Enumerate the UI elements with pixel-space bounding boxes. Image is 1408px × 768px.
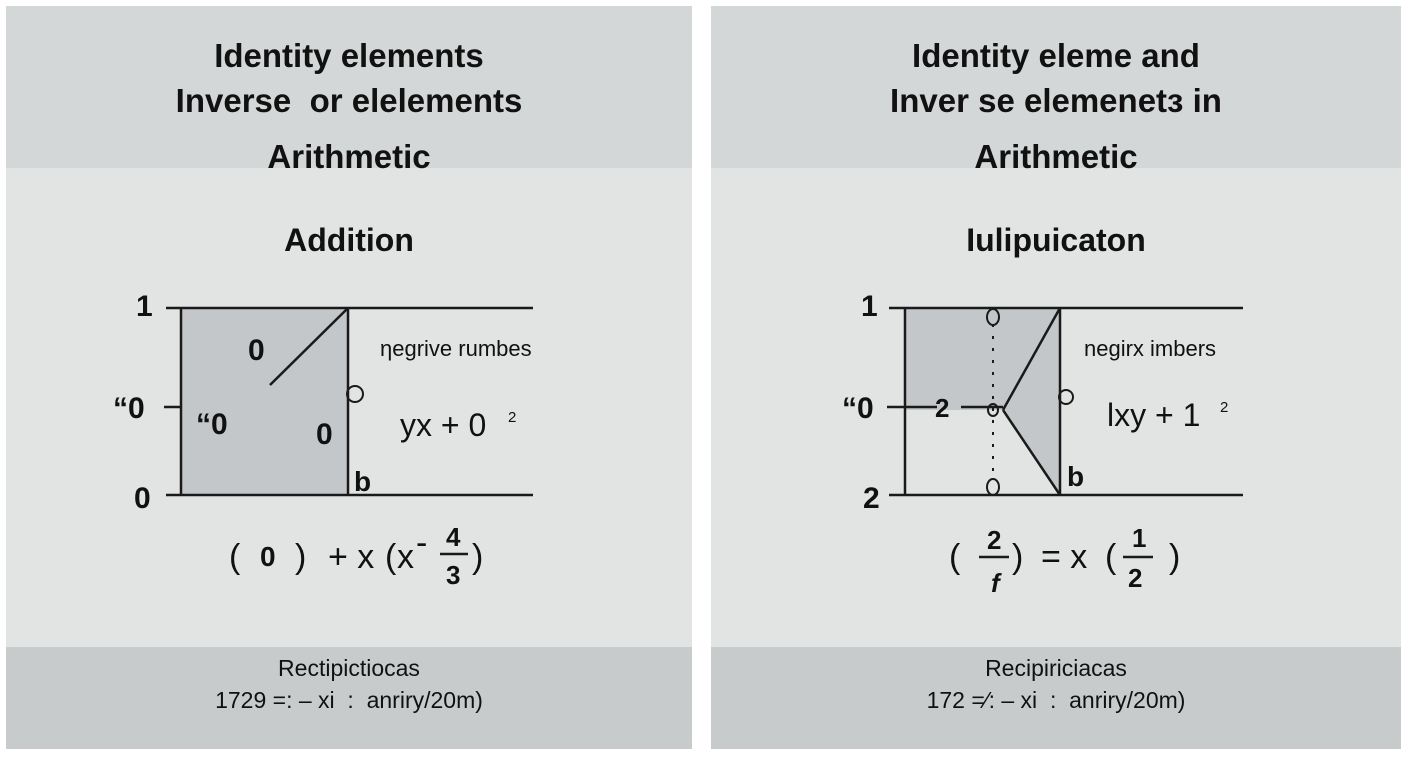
dot-circle-middle	[987, 403, 999, 417]
axis-label-bottom: 2	[863, 482, 880, 515]
side-expression-superscript: 2	[508, 409, 516, 426]
footer-line-2: 172 =⁄: – xi : anriry/20m)	[926, 687, 1186, 713]
fraction-numerator: 4	[446, 522, 461, 552]
multiplication-diagram: 1 “0 2 2 b negirx imbers lxy + 1 2 ( 2 f…	[842, 290, 1243, 598]
equation-open-paren: (	[229, 538, 241, 576]
dot-circle-top	[986, 308, 1000, 326]
equation-value: 0	[260, 541, 276, 572]
left-fraction-denominator: f	[991, 568, 1002, 598]
equation-close-paren: )	[295, 538, 306, 576]
addition-diagram: 1 “0 0 0 “0 0 b ηegrive rumbes yx + 0 2 …	[113, 290, 533, 590]
panel-header	[6, 6, 692, 168]
addition-panel: Identity elements Inverse or elelements …	[6, 6, 692, 749]
panel-header	[711, 6, 1401, 168]
axis-label-top: 1	[136, 290, 153, 323]
dot-circle-bottom	[986, 478, 1000, 496]
axis-label-middle: “0	[842, 392, 874, 425]
multiplication-panel: Identity eleme and Inver se elemenetɜ in…	[711, 6, 1401, 749]
side-expression: lxy + 1	[1107, 397, 1200, 433]
inner-label-upper: 0	[248, 334, 265, 367]
small-circle	[346, 385, 364, 403]
equation-minus: -	[416, 524, 427, 562]
corner-label-b: b	[354, 466, 371, 497]
title-line-1: Identity elements	[214, 37, 484, 74]
diagonal-down	[1001, 409, 1062, 496]
section-heading: Addition	[284, 222, 414, 258]
fraction-denominator: 2	[1128, 563, 1142, 593]
equation-paren-close: )	[472, 538, 483, 576]
footer-line-1: Recipiriciacas	[985, 655, 1127, 681]
inner-label-right: 0	[316, 418, 333, 451]
title-line-2: Inverse or elelements	[175, 82, 523, 119]
footer-line-2: 1729 =: – xi : anriry/20m)	[215, 687, 483, 713]
equation-paren-open: (	[385, 538, 397, 576]
side-text: ηegrive rumbes	[380, 336, 532, 361]
equation-var: x	[397, 538, 414, 576]
side-expression-superscript: 2	[1220, 399, 1228, 416]
left-fraction-numerator: 2	[987, 525, 1001, 555]
shaded-region	[905, 308, 1060, 495]
equation-paren-open: (	[1105, 538, 1117, 576]
equation-paren-close: )	[1169, 538, 1180, 576]
title-line-3: Arithmetic	[974, 138, 1138, 175]
equation-close-paren: )	[1012, 538, 1023, 576]
panel-footer	[6, 647, 692, 749]
small-circle	[1058, 389, 1074, 405]
equation-open-paren: (	[949, 538, 961, 576]
corner-label-b: b	[1067, 461, 1084, 492]
side-expression: yx + 0	[400, 407, 486, 443]
fraction-denominator: 3	[446, 560, 460, 590]
panel-footer	[711, 647, 1401, 749]
title-line-2: Inver se elemenetɜ in	[890, 82, 1222, 119]
equation-operator: + x	[328, 538, 374, 576]
title-line-3: Arithmetic	[267, 138, 431, 175]
equation-operator: = x	[1041, 538, 1087, 576]
axis-label-bottom: 0	[134, 482, 151, 515]
axis-label-middle: “0	[113, 392, 145, 425]
side-text: negirx imbers	[1084, 336, 1216, 361]
diagonal-up	[1001, 307, 1062, 411]
title-line-1: Identity eleme and	[912, 37, 1200, 74]
tick-label: 2	[935, 393, 949, 423]
axis-label-top: 1	[861, 290, 878, 323]
inner-label-left: “0	[196, 408, 228, 441]
footer-line-1: Rectipictiocas	[278, 655, 420, 681]
fraction-numerator: 1	[1132, 523, 1146, 553]
shaded-region	[181, 308, 348, 496]
diagonal-line	[269, 307, 349, 386]
section-heading: Iulipuicaton	[966, 222, 1146, 258]
